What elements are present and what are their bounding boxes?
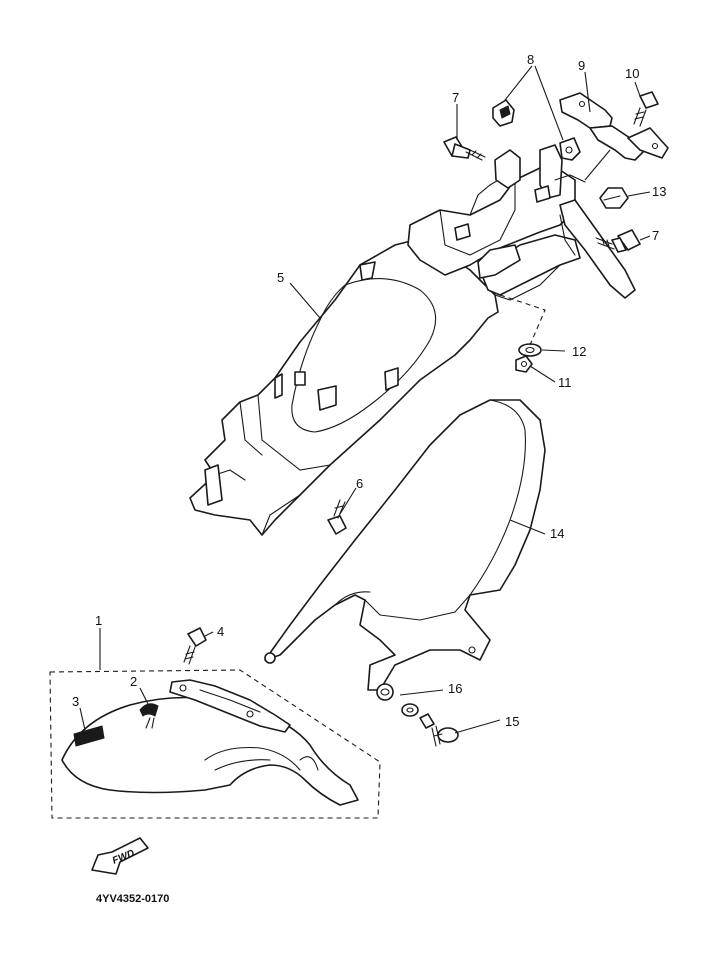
clip-part-8a[interactable] [492,99,515,127]
bolt-part-15[interactable] [419,713,459,747]
leader-lines [79,65,651,734]
callout-4: 4 [217,624,224,639]
callout-5: 5 [277,270,284,285]
upper-bracket-assembly[interactable] [407,144,636,299]
callout-16: 16 [448,681,462,696]
callout-7-right: 7 [652,228,659,243]
callout-13: 13 [652,184,666,199]
clip-part-8b[interactable] [559,137,581,161]
callout-3: 3 [72,694,79,709]
rear-fender-part-5[interactable] [189,234,581,536]
callout-10: 10 [625,66,639,81]
screw-part-10[interactable] [633,91,659,127]
callout-7-upper: 7 [452,90,459,105]
callout-6: 6 [356,476,363,491]
emblem-part-2[interactable] [139,703,159,729]
washer-part-12[interactable] [518,343,542,357]
bolt-part-6[interactable] [327,499,347,535]
callout-15: 15 [505,714,519,729]
callout-8: 8 [527,52,534,67]
bolt-part-4[interactable] [183,627,207,665]
bolt-part-7-right[interactable] [595,229,641,253]
nut-part-11[interactable] [515,355,533,373]
callout-12: 12 [572,344,586,359]
decal-part-3[interactable] [73,725,105,747]
callout-11: 11 [558,375,572,390]
callout-numbers: 1 2 3 4 5 6 7 7 8 9 10 11 12 13 14 15 16 [72,52,666,729]
callout-14: 14 [550,526,564,541]
washer-part-16[interactable] [401,703,419,717]
grommet-part-13[interactable] [599,187,629,209]
document-code: 4YV4352-0170 [96,893,169,905]
mudguard-stay-bracket[interactable] [169,679,291,733]
rear-mudguard-part-14[interactable] [264,399,546,701]
callout-2: 2 [130,674,137,689]
bolt-part-7-upper[interactable] [443,136,486,161]
bracket-part-9[interactable] [559,92,669,161]
callout-9: 9 [578,58,585,73]
callout-1: 1 [95,613,102,628]
forward-direction-arrow: FWD [91,837,149,875]
